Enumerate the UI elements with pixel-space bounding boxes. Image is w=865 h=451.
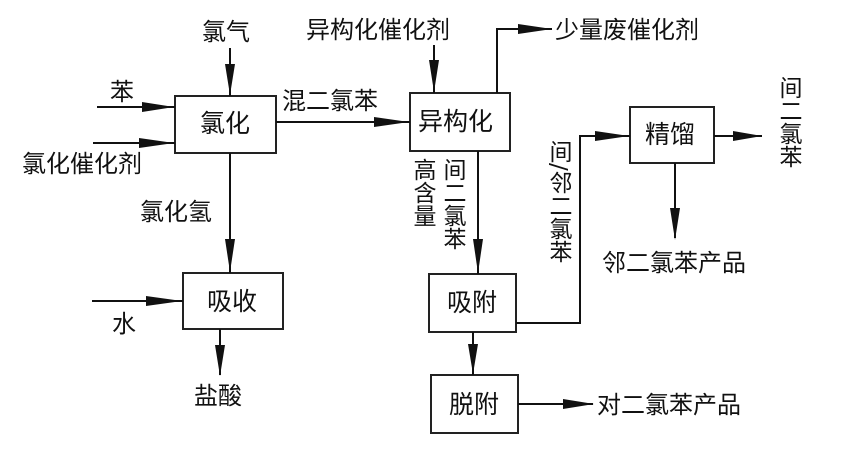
edge-desorption-to-para bbox=[518, 399, 594, 409]
edge-adsorption-to-desorption bbox=[468, 332, 478, 375]
stream-mixed-dcb-label: 混二氯苯 bbox=[282, 87, 378, 115]
edge-catalyst-to-chlorination bbox=[93, 138, 175, 148]
output-para-product-label: 对二氯苯产品 bbox=[597, 391, 741, 419]
edge-chlorination-to-absorption bbox=[225, 153, 235, 273]
input-chlorine-label: 氯气 bbox=[202, 18, 250, 46]
output-waste-catalyst-label: 少量废催化剂 bbox=[555, 16, 699, 44]
output-meta-product-label: 间二氯苯 bbox=[775, 76, 803, 168]
node-adsorption-label: 吸附 bbox=[447, 288, 497, 317]
edge-isocatalyst-to-isomerization bbox=[429, 45, 439, 93]
node-adsorption: 吸附 bbox=[428, 273, 517, 333]
edge-rectification-to-meta bbox=[714, 131, 762, 141]
input-benzene-label: 苯 bbox=[110, 78, 134, 106]
node-desorption: 脱附 bbox=[430, 374, 519, 434]
node-chlorination-label: 氯化 bbox=[200, 109, 250, 138]
edge-isomerization-to-adsorption bbox=[473, 151, 483, 274]
edge-isomerization-to-waste bbox=[496, 24, 552, 93]
node-isomerization-label: 异构化 bbox=[418, 107, 493, 136]
node-absorption: 吸收 bbox=[182, 272, 284, 330]
node-rectification-label: 精馏 bbox=[645, 120, 695, 149]
input-water-label: 水 bbox=[112, 310, 136, 338]
node-chlorination: 氯化 bbox=[174, 95, 277, 154]
edge-water-to-absorption bbox=[92, 296, 183, 306]
edge-benzene-to-chlorination bbox=[97, 102, 175, 112]
input-isomerization-catalyst-label: 异构化催化剂 bbox=[306, 16, 450, 44]
stream-meta-dcb-vertical-label: 间二氯苯 bbox=[439, 158, 467, 250]
edge-rectification-to-ortho bbox=[670, 163, 680, 240]
stream-meta-ortho-dcb-label: 间/邻二氯苯 bbox=[545, 140, 573, 263]
input-chlorination-catalyst-label: 氯化催化剂 bbox=[22, 150, 142, 178]
stream-hcl-label: 氯化氢 bbox=[140, 198, 212, 226]
edge-absorption-to-acid bbox=[215, 329, 225, 376]
node-absorption-label: 吸收 bbox=[207, 287, 257, 316]
node-rectification: 精馏 bbox=[629, 106, 715, 164]
edge-chlorination-to-isomerization bbox=[276, 117, 410, 127]
node-desorption-label: 脱附 bbox=[449, 390, 499, 419]
edge-adsorption-to-rectification bbox=[516, 131, 630, 324]
stream-high-content-label: 高含量 bbox=[409, 158, 437, 227]
node-isomerization: 异构化 bbox=[409, 92, 511, 152]
output-ortho-product-label: 邻二氯苯产品 bbox=[602, 249, 746, 277]
output-hydrochloric-acid-label: 盐酸 bbox=[194, 382, 242, 410]
edge-chlorine-to-chlorination bbox=[225, 48, 235, 96]
